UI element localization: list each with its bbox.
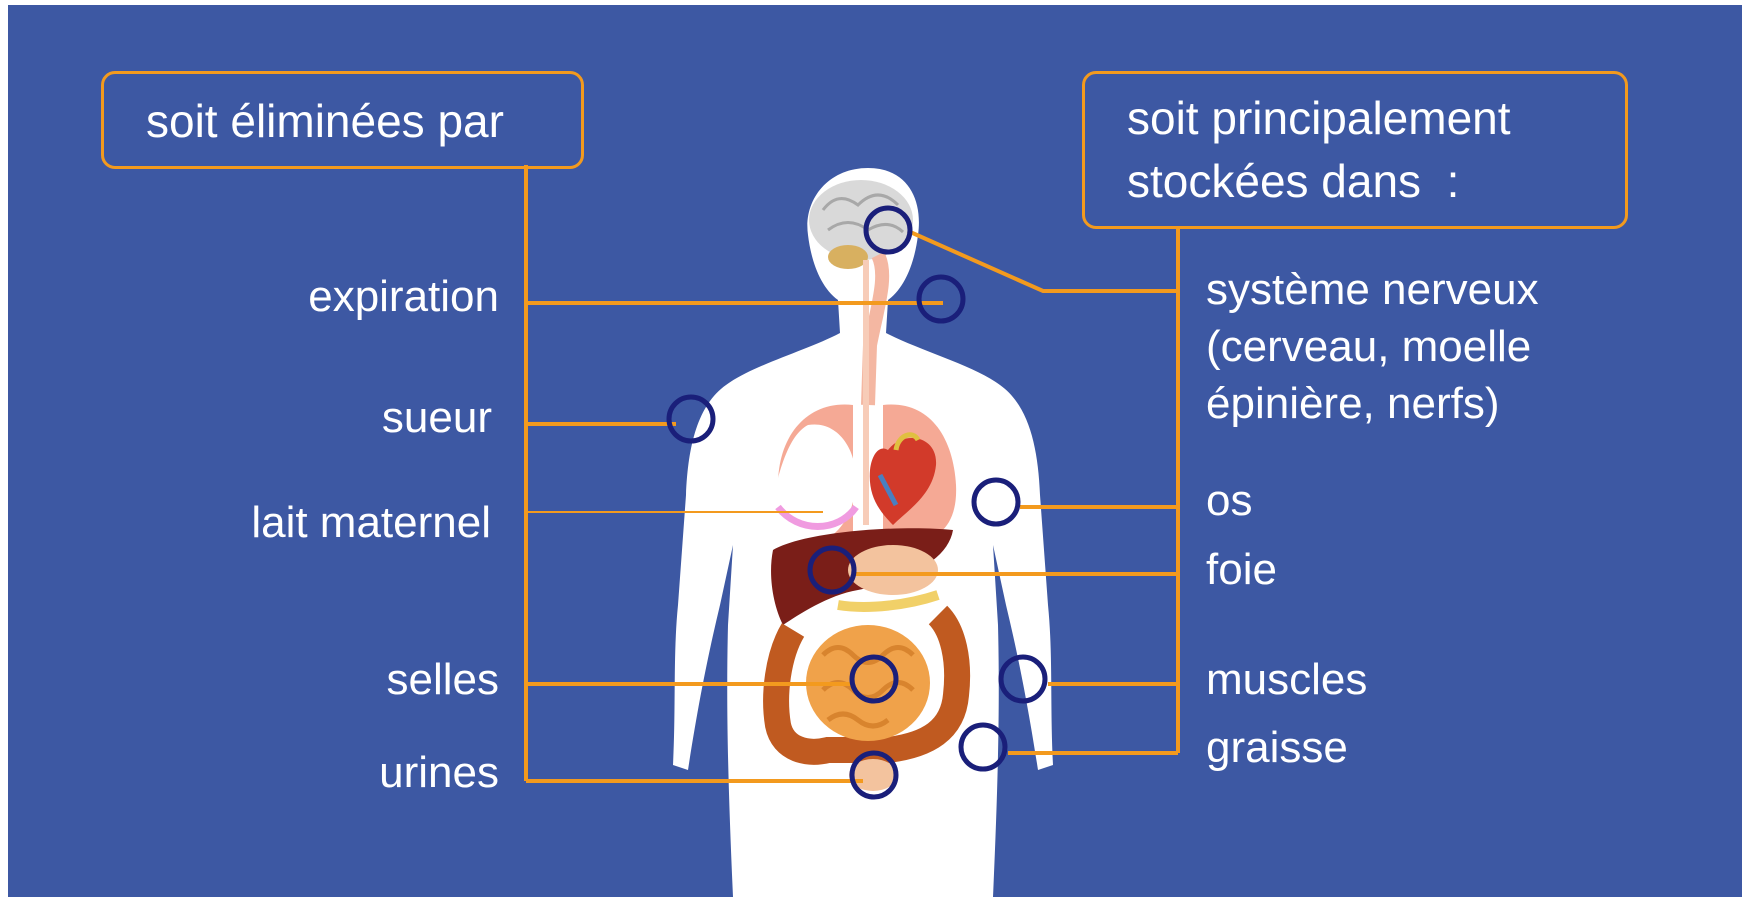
label-lait-maternel: lait maternel — [251, 494, 491, 552]
label-nerveux-line1: système nerveux — [1206, 261, 1539, 319]
cerebellum — [828, 245, 868, 269]
label-nerveux-line3: épinière, nerfs) — [1206, 375, 1499, 433]
storage-box: soit principalement stockées dans : — [1082, 71, 1628, 229]
elimination-box: soit éliminées par — [101, 71, 584, 169]
storage-box-title-line1: soit principalement — [1127, 83, 1511, 153]
stomach — [848, 545, 938, 595]
storage-box-title-line2: stockées dans : — [1127, 146, 1459, 216]
elimination-box-title: soit éliminées par — [146, 86, 504, 156]
label-expiration: expiration — [308, 268, 499, 326]
label-os: os — [1206, 472, 1252, 530]
marker-mouth — [919, 277, 963, 321]
label-nerveux-line2: (cerveau, moelle — [1206, 318, 1531, 376]
line-nerveux — [908, 231, 1178, 291]
label-urines: urines — [379, 744, 499, 802]
label-selles: selles — [387, 651, 500, 709]
diagram-slide: soit éliminées par soit principalement s… — [8, 5, 1742, 897]
label-sueur: sueur — [382, 389, 492, 447]
label-graisse: graisse — [1206, 719, 1348, 777]
label-foie: foie — [1206, 541, 1277, 599]
label-muscles: muscles — [1206, 651, 1367, 709]
